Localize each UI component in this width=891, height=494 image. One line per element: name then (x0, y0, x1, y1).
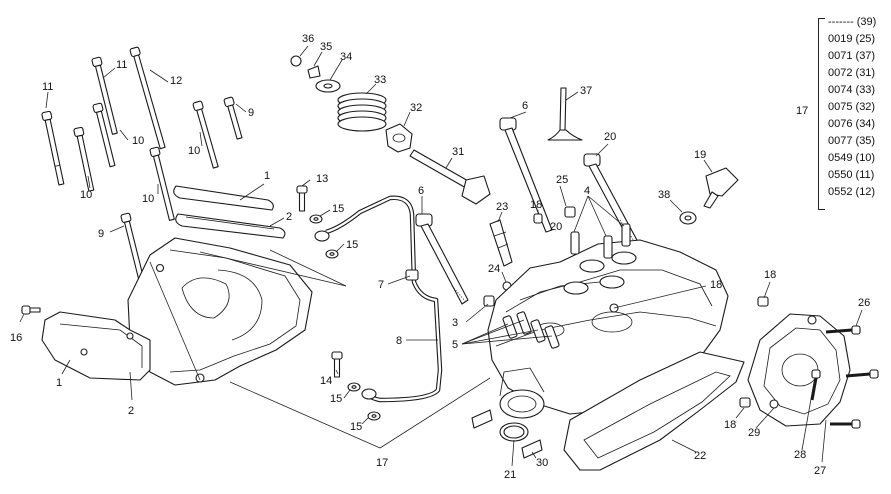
legend-row: 0072 (31) (828, 67, 876, 79)
callout-9b: 9 (98, 228, 104, 240)
legend-row: 0019 (25) (828, 33, 876, 45)
callout-27: 27 (814, 465, 826, 477)
callout-31: 31 (452, 146, 464, 158)
head-gasket (563, 351, 745, 471)
callout-25: 25 (556, 174, 568, 186)
callout-18b: 18 (710, 279, 722, 291)
valve-spring-assembly (290, 55, 491, 205)
callout-18a: 18 (530, 199, 542, 211)
callout-6a: 6 (522, 100, 528, 112)
stud-6-right (499, 117, 553, 233)
stud-6 (415, 213, 469, 305)
callout-15a: 15 (332, 203, 344, 215)
pump-cover (739, 296, 851, 427)
callout-20b: 20 (550, 221, 562, 233)
callout-38: 38 (658, 189, 670, 201)
callout-34: 34 (340, 51, 352, 63)
legend-row: 0075 (32) (828, 101, 876, 113)
legend-row: 0550 (11) (828, 169, 875, 181)
callout-5: 5 (452, 339, 458, 351)
callout-7: 7 (378, 279, 384, 291)
callout-24: 24 (488, 263, 500, 275)
callout-15d: 15 (350, 421, 362, 433)
callout-18c: 18 (764, 269, 776, 281)
legend-row: 0549 (10) (828, 152, 876, 164)
callout-2a: 2 (286, 211, 292, 223)
callout-26: 26 (858, 297, 870, 309)
valve-37 (547, 87, 583, 141)
legend-row: ------- (39) (828, 16, 877, 28)
callout-9a: 9 (248, 107, 254, 119)
callout-12: 12 (170, 75, 182, 87)
callout-10c: 10 (80, 189, 92, 201)
callout-37: 37 (580, 85, 592, 97)
valve-cover-gaskets (173, 185, 286, 239)
callout-20a: 20 (604, 131, 616, 143)
callout-21: 21 (504, 469, 516, 481)
pump-screws (810, 325, 879, 429)
oil-pipe (314, 195, 443, 403)
o-ring (499, 422, 529, 442)
temperature-sensor (679, 167, 739, 225)
legend-row: 0071 (37) (828, 50, 876, 62)
callout-35: 35 (320, 41, 332, 53)
callout-19: 19 (694, 149, 706, 161)
callout-18d: 18 (724, 419, 736, 431)
leader-lines (19, 45, 863, 467)
callout-29: 29 (748, 427, 760, 439)
callout-3: 3 (452, 317, 458, 329)
callout-10a: 10 (188, 145, 200, 157)
callout-11a: 11 (42, 81, 53, 93)
legend-row: 0077 (35) (828, 135, 876, 147)
callout-13: 13 (316, 173, 328, 185)
callout-6b: 6 (418, 185, 424, 197)
callout-labels: 11 11 12 9 10 10 10 10 9 1 2 13 15 15 16… (10, 33, 870, 481)
callout-1b: 1 (56, 377, 62, 389)
callout-1a: 1 (264, 170, 270, 182)
callout-4: 4 (584, 185, 590, 197)
legend-row: 0552 (12) (828, 186, 876, 198)
valve-spring (337, 92, 387, 132)
callout-36: 36 (302, 33, 314, 45)
springs-30 (471, 409, 543, 459)
callout-16: 16 (10, 332, 22, 344)
callout-15b: 15 (346, 239, 358, 251)
callout-17a: 17 (376, 457, 388, 469)
legend-row: 0074 (33) (828, 84, 876, 96)
small-bolts-washers (296, 185, 381, 421)
callout-14: 14 (320, 375, 332, 387)
callout-22: 22 (694, 450, 706, 462)
callout-2b: 2 (128, 405, 134, 417)
valve-cover (127, 237, 313, 386)
callout-8: 8 (396, 335, 402, 347)
legend-bracket (818, 18, 825, 210)
callout-10b: 10 (132, 135, 144, 147)
callout-30: 30 (536, 457, 548, 469)
legend-label: 17 (796, 105, 809, 117)
small-cover (41, 311, 151, 381)
legend-row: 0076 (34) (828, 118, 876, 130)
callout-33: 33 (374, 74, 386, 86)
callout-32: 32 (410, 102, 422, 114)
callout-10d: 10 (142, 193, 154, 205)
callout-28: 28 (794, 449, 806, 461)
screw-16 (21, 305, 41, 315)
callout-23: 23 (496, 201, 508, 213)
callout-15c: 15 (330, 393, 342, 405)
callout-11b: 11 (116, 59, 127, 71)
